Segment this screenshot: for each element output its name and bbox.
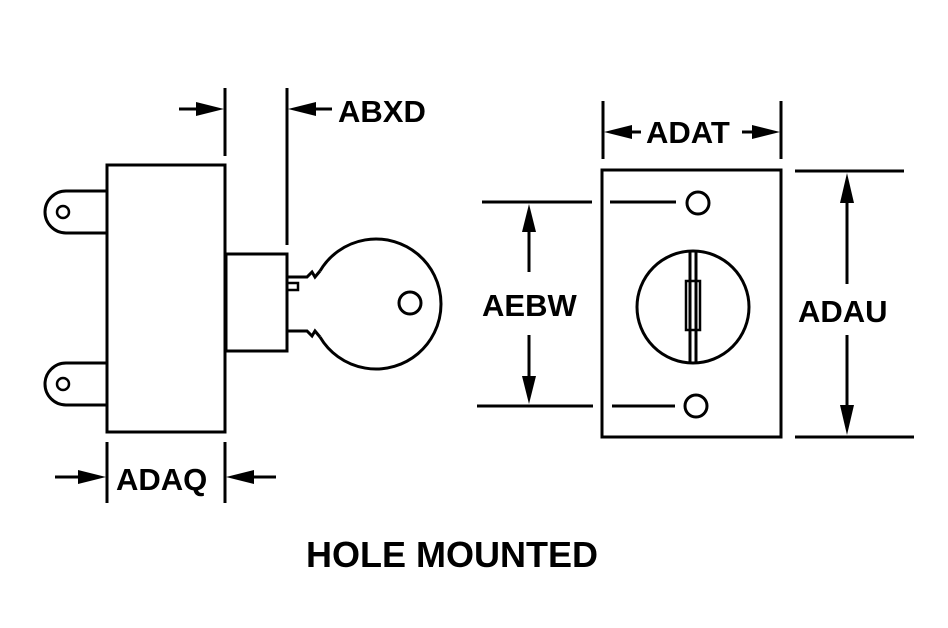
arrowhead-right-icon	[752, 125, 780, 139]
keyway-slot	[684, 279, 702, 332]
arrowhead-right-icon	[78, 470, 106, 484]
arrowhead-down-icon	[840, 405, 854, 435]
arrowhead-up-icon	[522, 204, 536, 232]
label-adat: ADAT	[646, 115, 730, 150]
upper-terminal-hole	[55, 204, 71, 220]
label-aebw: AEBW	[482, 288, 577, 323]
dimension-abxd: ABXD	[179, 88, 426, 245]
key-bow	[318, 237, 443, 371]
arrowhead-left-icon	[288, 102, 316, 116]
mounting-plate	[600, 168, 783, 439]
upper-terminal-tab	[43, 189, 107, 235]
front-view: ADAT AEBW ADAU	[477, 101, 914, 439]
arrowhead-left-icon	[604, 125, 632, 139]
label-adaq: ADAQ	[116, 462, 207, 497]
arrowhead-up-icon	[840, 173, 854, 203]
lock-cylinder-face	[635, 249, 751, 365]
label-abxd: ABXD	[338, 94, 426, 129]
switch-body	[105, 163, 227, 434]
diagram-title: HOLE MOUNTED	[306, 534, 598, 575]
side-view: ABXD ADAQ	[43, 88, 443, 503]
key-blade-top	[287, 269, 322, 280]
dimension-adaq: ADAQ	[55, 442, 276, 503]
key-ring-hole	[397, 290, 423, 316]
lock-bushing	[224, 252, 289, 353]
arrowhead-left-icon	[226, 470, 254, 484]
dimension-aebw: AEBW	[477, 200, 676, 408]
key-tang	[285, 281, 300, 292]
dimension-adat: ADAT	[601, 101, 783, 159]
key-blade-bottom	[287, 328, 322, 339]
lower-terminal-hole	[55, 376, 71, 392]
arrowhead-down-icon	[522, 376, 536, 404]
dimension-adau: ADAU	[795, 169, 914, 439]
lower-terminal-tab	[43, 361, 107, 407]
upper-mounting-hole	[685, 190, 711, 216]
arrowhead-right-icon	[196, 102, 224, 116]
label-adau: ADAU	[798, 294, 888, 329]
key	[285, 237, 443, 371]
lower-mounting-hole	[683, 393, 709, 419]
